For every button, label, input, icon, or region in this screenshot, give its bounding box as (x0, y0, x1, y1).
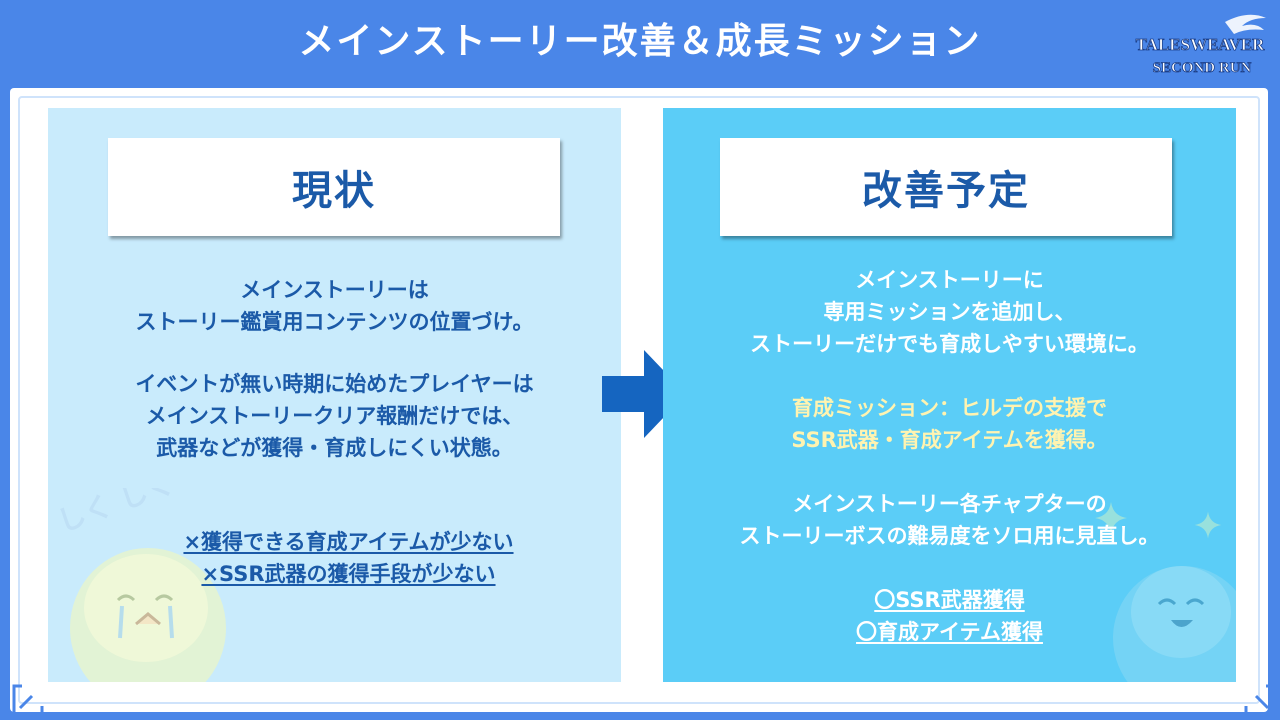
crying-mascot-icon: しく しく (53, 488, 226, 682)
benefit-item: 〇SSR武器獲得 (874, 588, 1025, 612)
text-line: メインストーリークリア報酬だけでは、 (145, 404, 524, 428)
text-line: SSR武器・育成アイテムを獲得。 (791, 428, 1108, 452)
issue-list: ×獲得できる育成アイテムが少ない ×SSR武器の獲得手段が少ない (62, 526, 621, 590)
current-problem: イベントが無い時期に始めたプレイヤーは メインストーリークリア報酬だけでは、 武… (48, 368, 621, 464)
sparkle-icon (1194, 511, 1222, 539)
benefit-list: 〇SSR武器獲得 〇育成アイテム獲得 (663, 584, 1236, 648)
logo-line1: TALESWEAVER (1136, 35, 1266, 54)
growth-mission-description: 育成ミッション：ヒルデの支援で SSR武器・育成アイテムを獲得。 (663, 392, 1236, 456)
text-line: ストーリーボスの難易度をソロ用に見直し。 (739, 524, 1160, 548)
logo-line2: SECOND RUN (1153, 60, 1252, 76)
text-line: メインストーリーに (855, 268, 1044, 292)
current-status-title: 現状 (108, 138, 560, 236)
game-logo: TALESWEAVER SECOND RUN (1135, 14, 1266, 76)
text-line: 専用ミッションを追加し、 (823, 300, 1076, 324)
page-title: メインストーリー改善＆成長ミッション (298, 21, 982, 62)
happy-mascot-icon (1113, 566, 1236, 682)
text-line: メインストーリーは (240, 278, 429, 302)
header-bar: メインストーリー改善＆成長ミッション TALESWEAVER SECOND RU… (0, 0, 1280, 88)
text-line: 育成ミッション：ヒルデの支援で (792, 396, 1107, 420)
corner-ornament-icon (12, 684, 44, 716)
benefit-item: 〇育成アイテム獲得 (856, 620, 1043, 644)
text-line: ストーリー鑑賞用コンテンツの位置づけ。 (135, 310, 534, 334)
issue-item: ×SSR武器の獲得手段が少ない (201, 562, 496, 586)
current-status-panel: しく しく 現状 メインストーリーは ストーリー鑑賞用コンテンツの位置づけ。 イ… (48, 108, 621, 682)
planned-improvement-title: 改善予定 (720, 138, 1172, 236)
corner-ornament-icon (1244, 684, 1276, 716)
text-line: ストーリーだけでも育成しやすい環境に。 (750, 332, 1149, 356)
frame-border (18, 96, 1260, 704)
text-line: イベントが無い時期に始めたプレイヤーは (135, 372, 534, 396)
text-line: メインストーリー各チャプターの (792, 492, 1107, 516)
planned-improvement-panel: 改善予定 メインストーリーに 専用ミッションを追加し、 ストーリーだけでも育成し… (663, 108, 1236, 682)
text-line: 武器などが獲得・育成しにくい状態。 (156, 436, 513, 460)
current-description: メインストーリーは ストーリー鑑賞用コンテンツの位置づけ。 (48, 274, 621, 338)
sparkle-icon (1095, 502, 1127, 534)
issue-item: ×獲得できる育成アイテムが少ない (183, 530, 514, 554)
improvement-description: メインストーリーに 専用ミッションを追加し、 ストーリーだけでも育成しやすい環境… (663, 264, 1236, 360)
boss-difficulty-description: メインストーリー各チャプターの ストーリーボスの難易度をソロ用に見直し。 (663, 488, 1236, 552)
